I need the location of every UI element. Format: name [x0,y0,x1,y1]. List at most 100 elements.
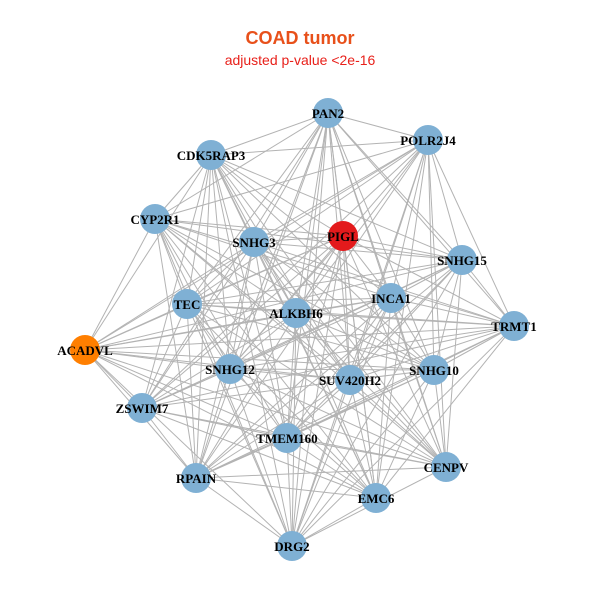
edge-INCA1-TRMT1 [390,297,515,327]
edge-TRMT1-DRG2 [291,325,515,547]
node-tec[interactable]: TEC [172,289,202,319]
edge-SNHG15-SNHG10 [433,259,463,371]
edge-CYP2R1-SNHG15 [154,218,463,261]
edge-SUV420H2-ZSWIM7 [141,379,351,409]
edge-INCA1-ACADVL [84,297,392,351]
edge-PAN2-SNHG15 [327,112,463,261]
node-label: DRG2 [274,539,309,554]
node-zswim7[interactable]: ZSWIM7 [116,393,169,423]
node-drg2[interactable]: DRG2 [274,531,310,561]
edge-TMEM160-CENPV [286,437,447,468]
node-label: ZSWIM7 [116,401,169,416]
node-circle [70,335,100,365]
edge-CDK5RAP3-SNHG12 [210,154,231,370]
node-rpain[interactable]: RPAIN [176,463,217,493]
edge-POLR2J4-RPAIN [195,139,429,479]
edge-TRMT1-SNHG10 [433,325,515,371]
node-cdk5rap3[interactable]: CDK5RAP3 [177,140,246,170]
node-cyp2r1[interactable]: CYP2R1 [130,204,180,234]
node-circle [127,393,157,423]
edge-POLR2J4-TRMT1 [427,139,515,327]
node-pigl[interactable]: PIGL [327,221,359,251]
node-pan2[interactable]: PAN2 [312,98,344,128]
edge-SNHG12-SNHG10 [229,368,435,371]
node-label: ALKBH6 [269,306,323,321]
edge-CYP2R1-PIGL [154,218,344,237]
node-label: INCA1 [371,291,411,306]
edge-SNHG3-ZSWIM7 [141,241,255,409]
edge-CYP2R1-INCA1 [154,218,392,299]
edge-SNHG10-CENPV [433,369,447,468]
node-label: SNHG10 [409,363,459,378]
edge-PAN2-CYP2R1 [154,112,329,220]
edge-SNHG12-RPAIN [195,368,231,479]
edge-POLR2J4-CYP2R1 [154,139,429,220]
edge-CYP2R1-TRMT1 [154,218,515,327]
node-emc6[interactable]: EMC6 [358,483,395,513]
edge-CDK5RAP3-SUV420H2 [210,154,351,381]
edge-PIGL-SUV420H2 [342,235,351,381]
edge-TEC-RPAIN [186,303,197,479]
edge-CDK5RAP3-ACADVL [84,154,212,351]
node-circle [499,311,529,341]
node-suv420h2[interactable]: SUV420H2 [319,365,381,395]
node-label: PIGL [327,229,359,244]
node-circle [172,289,202,319]
edge-SNHG3-SNHG15 [253,241,463,261]
edge-CDK5RAP3-INCA1 [210,154,392,299]
node-circle [335,365,365,395]
edge-CYP2R1-CENPV [154,218,447,468]
edge-TEC-ACADVL [84,303,188,351]
edge-CDK5RAP3-SNHG15 [210,154,463,261]
edge-CDK5RAP3-ZSWIM7 [141,154,212,409]
node-label: CENPV [424,460,469,475]
edge-INCA1-TMEM160 [286,297,392,439]
edge-ACADVL-EMC6 [84,349,377,499]
node-circle [447,245,477,275]
edge-PIGL-CENPV [342,235,447,468]
edge-CENPV-RPAIN [195,466,447,479]
edge-CYP2R1-TEC [154,218,188,305]
edge-SNHG12-SUV420H2 [229,368,351,381]
edge-CDK5RAP3-CENPV [210,154,447,468]
node-snhg12[interactable]: SNHG12 [205,354,255,384]
edge-POLR2J4-CDK5RAP3 [210,139,429,156]
edge-CYP2R1-SUV420H2 [154,218,351,381]
edge-POLR2J4-SNHG10 [427,139,435,371]
edge-INCA1-EMC6 [375,297,392,499]
node-circle [140,204,170,234]
node-acadvl[interactable]: ACADVL [57,335,113,365]
node-circle [376,283,406,313]
node-label: ACADVL [57,343,113,358]
node-polr2j4[interactable]: POLR2J4 [400,125,456,155]
edge-TMEM160-EMC6 [286,437,377,499]
node-alkbh6[interactable]: ALKBH6 [269,298,323,328]
edge-TRMT1-SUV420H2 [349,325,515,381]
edge-POLR2J4-TEC [186,139,429,305]
node-circle [313,98,343,128]
edge-TRMT1-ACADVL [84,325,515,351]
node-tmem160[interactable]: TMEM160 [256,423,318,453]
node-inca1[interactable]: INCA1 [371,283,411,313]
edge-CYP2R1-EMC6 [154,218,377,499]
edges-layer [84,112,515,547]
edge-SNHG3-ACADVL [84,241,255,351]
edge-PAN2-TMEM160 [286,112,329,439]
edge-ACADVL-CENPV [84,349,447,468]
node-snhg3[interactable]: SNHG3 [232,227,276,257]
node-snhg10[interactable]: SNHG10 [409,355,459,385]
edge-PAN2-POLR2J4 [327,112,429,141]
edge-SNHG3-TEC [186,241,255,305]
edge-PIGL-SNHG15 [342,235,463,261]
node-label: CDK5RAP3 [177,148,246,163]
edge-ACADVL-SNHG10 [84,349,435,371]
node-snhg15[interactable]: SNHG15 [437,245,487,275]
edge-CYP2R1-ACADVL [84,218,156,351]
edge-INCA1-SUV420H2 [349,297,392,381]
node-cenpv[interactable]: CENPV [424,452,469,482]
node-circle [215,354,245,384]
node-trmt1[interactable]: TRMT1 [491,311,537,341]
node-circle [361,483,391,513]
edge-SNHG12-CENPV [229,368,447,468]
